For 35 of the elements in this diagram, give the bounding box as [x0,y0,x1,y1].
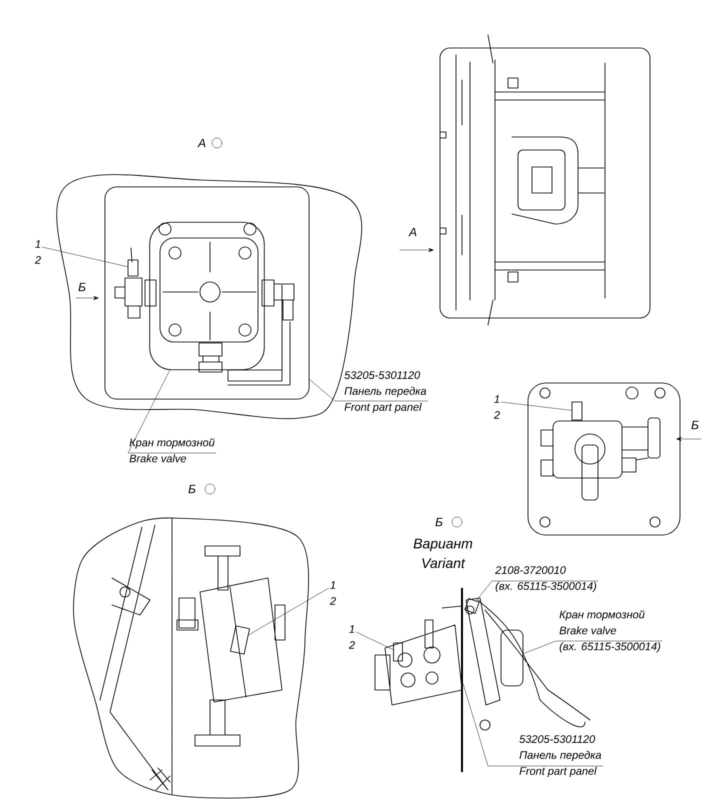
variant-label: Вариант [414,538,472,552]
callout-label: 1 2 [34,240,41,264]
leader-line [523,640,662,654]
variant-label: Variant [422,558,466,568]
callout-label: 1 2 [348,625,355,649]
view-letter: Б [435,518,442,526]
leader-line [463,684,603,766]
view-letter: А [408,228,416,236]
view-letter: А [197,138,206,148]
sensor-fitting [230,625,250,655]
valve-flange [149,222,265,370]
valve-pedal [500,630,524,686]
leader-line [501,402,572,411]
switch-fitting [464,598,480,614]
part-label: 53205-5301120 Панель передка Front part panel [519,735,602,777]
leader-line [476,580,598,601]
view-letter: Б [78,282,86,292]
callout-label: 1 2 [494,395,500,419]
sensor-fitting [572,402,582,420]
leader-line [309,379,428,402]
leader-line [128,370,216,454]
part-label: 53205-5301120 Панель передка Front part panel [344,371,426,413]
panel-edge [461,588,463,772]
panel-outline [104,186,310,400]
leader-line [356,632,394,650]
part-label: Кран тормозной Brake valve [130,438,215,462]
part-label: Кран тормозной Brake valve (вх. 65115-3500014) [560,610,660,652]
leader-line [42,246,128,267]
sensor-fitting [128,260,138,276]
view-letter: Б [691,420,698,430]
callout-label: 1 2 [330,581,336,605]
view-letter: Б [188,484,196,494]
leader-line [248,588,329,636]
sensor-fitting [393,642,403,662]
part-label: 2108-3720010 (вх. 65115-3500014) [495,566,596,592]
